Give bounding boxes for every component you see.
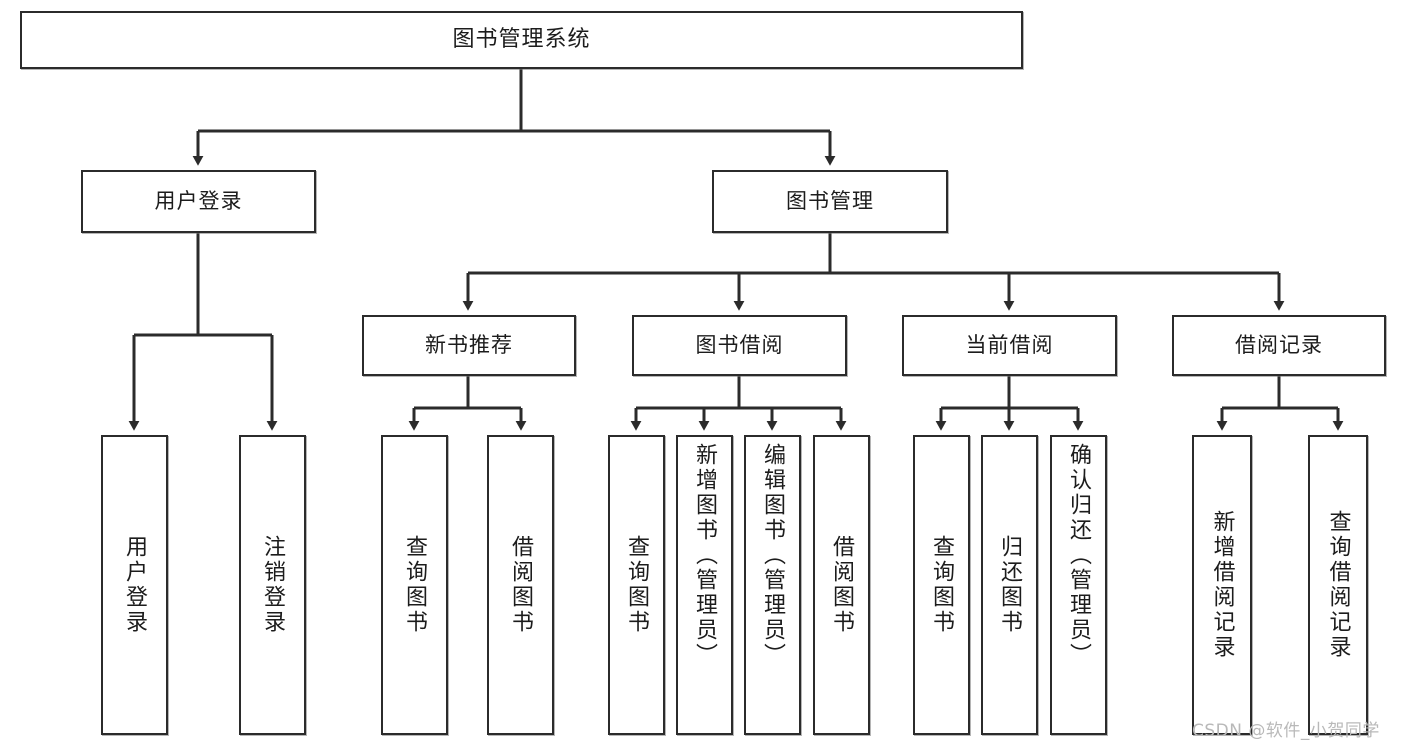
leaf-logout[interactable]: 注销登录 — [239, 435, 306, 735]
node-label: 归还图书 — [997, 535, 1023, 635]
node-current-borrow[interactable]: 当前借阅 — [902, 315, 1117, 376]
node-label: 图书管理 — [786, 189, 874, 214]
leaf-query-book-current[interactable]: 查询图书 — [913, 435, 970, 735]
node-label: 新增借阅记录 — [1209, 510, 1235, 660]
node-label: 新书推荐 — [425, 333, 513, 358]
node-book-borrow[interactable]: 图书借阅 — [632, 315, 847, 376]
node-label: 图书借阅 — [695, 333, 784, 358]
node-label: 用户登录 — [122, 535, 148, 635]
node-borrow-records[interactable]: 借阅记录 — [1172, 315, 1386, 376]
leaf-query-borrow-record[interactable]: 查询借阅记录 — [1308, 435, 1368, 735]
node-label: 借阅图书 — [508, 535, 534, 635]
node-label: 查询借阅记录 — [1325, 510, 1351, 660]
leaf-user-login[interactable]: 用户登录 — [101, 435, 168, 735]
leaf-return-book[interactable]: 归还图书 — [981, 435, 1038, 735]
leaf-confirm-return-admin[interactable]: 确认归还（管理员） — [1050, 435, 1107, 735]
node-label: 新增图书（管理员） — [692, 443, 718, 668]
node-user-login[interactable]: 用户登录 — [81, 170, 316, 233]
node-label: 确认归还（管理员） — [1066, 443, 1092, 668]
node-book-management[interactable]: 图书管理 — [712, 170, 948, 233]
node-label: 图书管理系统 — [452, 27, 591, 53]
leaf-query-book-borrow[interactable]: 查询图书 — [608, 435, 665, 735]
node-label: 注销登录 — [260, 535, 286, 635]
node-new-book-recommend[interactable]: 新书推荐 — [362, 315, 576, 376]
leaf-add-book-admin[interactable]: 新增图书（管理员） — [676, 435, 733, 735]
leaf-query-book-recommend[interactable]: 查询图书 — [381, 435, 448, 735]
leaf-borrow-book[interactable]: 借阅图书 — [813, 435, 870, 735]
node-label: 借阅记录 — [1235, 333, 1323, 358]
node-label: 查询图书 — [402, 535, 428, 635]
node-label: 查询图书 — [624, 535, 650, 635]
node-label: 用户登录 — [154, 189, 243, 214]
node-label: 查询图书 — [929, 535, 955, 635]
node-label: 当前借阅 — [965, 333, 1054, 358]
node-label: 借阅图书 — [829, 535, 855, 635]
leaf-add-borrow-record[interactable]: 新增借阅记录 — [1192, 435, 1252, 735]
watermark: CSDN @软件_小贺同学 — [1192, 721, 1380, 741]
leaf-edit-book-admin[interactable]: 编辑图书（管理员） — [744, 435, 801, 735]
node-root-system[interactable]: 图书管理系统 — [20, 11, 1023, 69]
leaf-borrow-book-recommend[interactable]: 借阅图书 — [487, 435, 554, 735]
node-label: 编辑图书（管理员） — [760, 443, 786, 668]
